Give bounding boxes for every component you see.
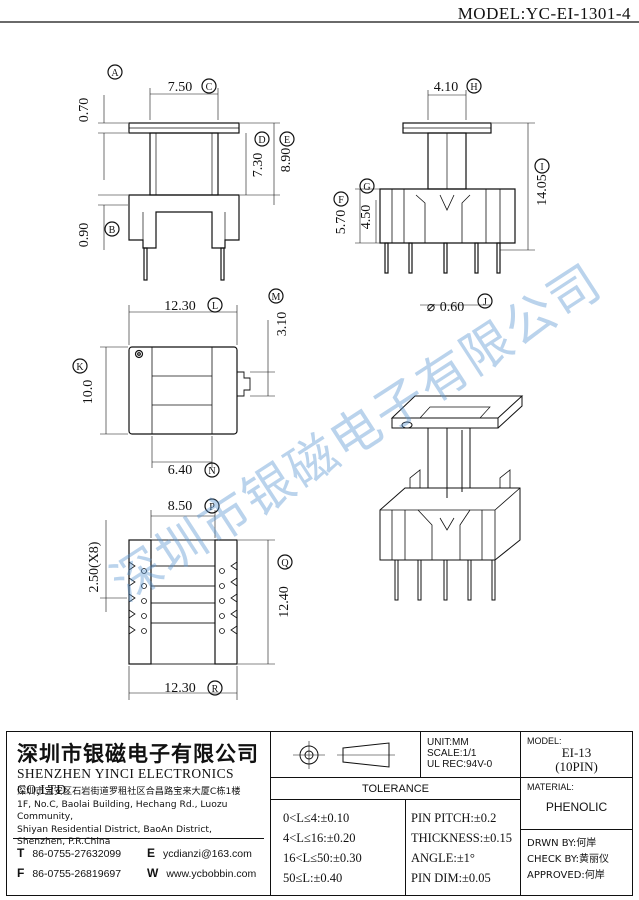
marker-r: R [212, 684, 219, 695]
bottom-view [100, 510, 275, 700]
marker-c: C [206, 82, 213, 93]
company-address: 深圳市宝安区石岩街道罗租社区合昌路宝来大厦C栋1楼 1F, No.C, Baol… [17, 786, 241, 848]
third-angle-projection-icon [293, 741, 395, 769]
dim-b: 0.90 [77, 223, 92, 248]
material-value: PHENOLIC [545, 800, 608, 814]
dim-n: 6.40 [168, 463, 193, 478]
diameter-symbol: ⌀ [427, 300, 435, 315]
dim-i: 14.05 [535, 174, 550, 206]
material-cell: MATERIAL: PHENOLIC [521, 778, 632, 830]
company-name-en: SHENZHEN YINCI ELECTRONICS CO,LTD. [17, 766, 234, 797]
material-label: MATERIAL: [527, 782, 574, 792]
marker-h: H [470, 82, 477, 93]
tol-range-4: 50≤L:±0.40 [283, 871, 343, 885]
approved-by: APPROVED:何岸 [527, 870, 605, 881]
marker-k: K [76, 362, 84, 373]
marker-b: B [109, 225, 116, 236]
checked-by: CHECK BY:黄丽仪 [527, 854, 610, 865]
isometric-view [379, 395, 524, 601]
dim-m: 3.10 [275, 312, 290, 337]
approval-cell: DRWN BY:何岸 CHECK BY:黄丽仪 APPROVED:何岸 [521, 830, 632, 895]
tolerance-title: TOLERANCE [361, 783, 430, 795]
top-view [100, 305, 275, 468]
drawn-by: DRWN BY:何岸 [527, 838, 597, 849]
front-view [98, 88, 280, 281]
dim-a: 0.70 [77, 98, 92, 123]
marker-q: Q [281, 558, 289, 569]
marker-m: M [272, 292, 281, 303]
dim-f: 5.70 [334, 210, 349, 235]
marker-a: A [111, 68, 119, 79]
dim-s: 2.50(X8) [87, 541, 102, 592]
unit: UNIT:MM [427, 737, 469, 748]
title-block: 深圳市银磁电子有限公司 SHENZHEN YINCI ELECTRONICS C… [6, 731, 633, 896]
company-name-cn: 深圳市银磁电子有限公司 [17, 742, 259, 766]
marker-n: N [208, 466, 215, 477]
dim-e: 8.90 [279, 148, 294, 173]
dim-r: 12.30 [164, 681, 196, 696]
dim-d: 7.30 [251, 153, 266, 178]
unit-cell: UNIT:MM SCALE:1/1 UL REC:94V-0 [421, 732, 521, 778]
marker-f: F [338, 195, 344, 206]
side-view [355, 90, 535, 306]
tol-range-2: 4<L≤16:±0.20 [283, 831, 356, 845]
dim-p: 8.50 [168, 499, 193, 514]
model-pins: (10PIN) [555, 759, 598, 774]
company-cell: 深圳市银磁电子有限公司 SHENZHEN YINCI ELECTRONICS C… [7, 732, 271, 895]
tol-pin-pitch: PIN PITCH:±0.2 [411, 811, 497, 825]
ul-rec: UL REC:94V-0 [427, 759, 493, 770]
tol-range-1: 0<L≤4:±0.10 [283, 811, 350, 825]
scale: SCALE:1/1 [427, 748, 477, 759]
tol-pin-dim: PIN DIM:±0.05 [411, 871, 491, 885]
model-title: MODEL:YC-EI-1301-4 [457, 4, 631, 23]
marker-p: P [209, 502, 215, 513]
dim-g: 4.50 [359, 205, 374, 230]
dim-h: 4.10 [434, 80, 459, 95]
model-cell: MODEL: EI-13 (10PIN) [521, 732, 632, 778]
projection-symbol-cell [271, 732, 421, 778]
marker-d: D [258, 135, 265, 146]
dim-k: 10.0 [81, 380, 96, 405]
dimension-markers: A B C D E F G H I J K L M N P Q R [72, 64, 550, 696]
marker-g: G [363, 182, 370, 193]
tol-thickness: THICKNESS:±0.15 [411, 831, 512, 845]
tolerance-cell: TOLERANCE 0<L≤4:±0.10 4<L≤16:±0.20 16<L≤… [271, 778, 521, 895]
dim-q: 12.40 [277, 586, 292, 618]
marker-i: I [540, 162, 543, 173]
marker-l: L [212, 301, 218, 312]
marker-e: E [284, 135, 290, 146]
model-label: MODEL: [527, 736, 562, 746]
marker-j: J [483, 297, 487, 308]
dim-j: 0.60 [440, 300, 465, 315]
dim-c: 7.50 [168, 80, 193, 95]
tol-range-3: 16<L≤50:±0.30 [283, 851, 362, 865]
dim-l: 12.30 [164, 299, 196, 314]
tol-angle: ANGLE:±1° [411, 851, 475, 865]
model-value: EI-13 [561, 745, 592, 760]
